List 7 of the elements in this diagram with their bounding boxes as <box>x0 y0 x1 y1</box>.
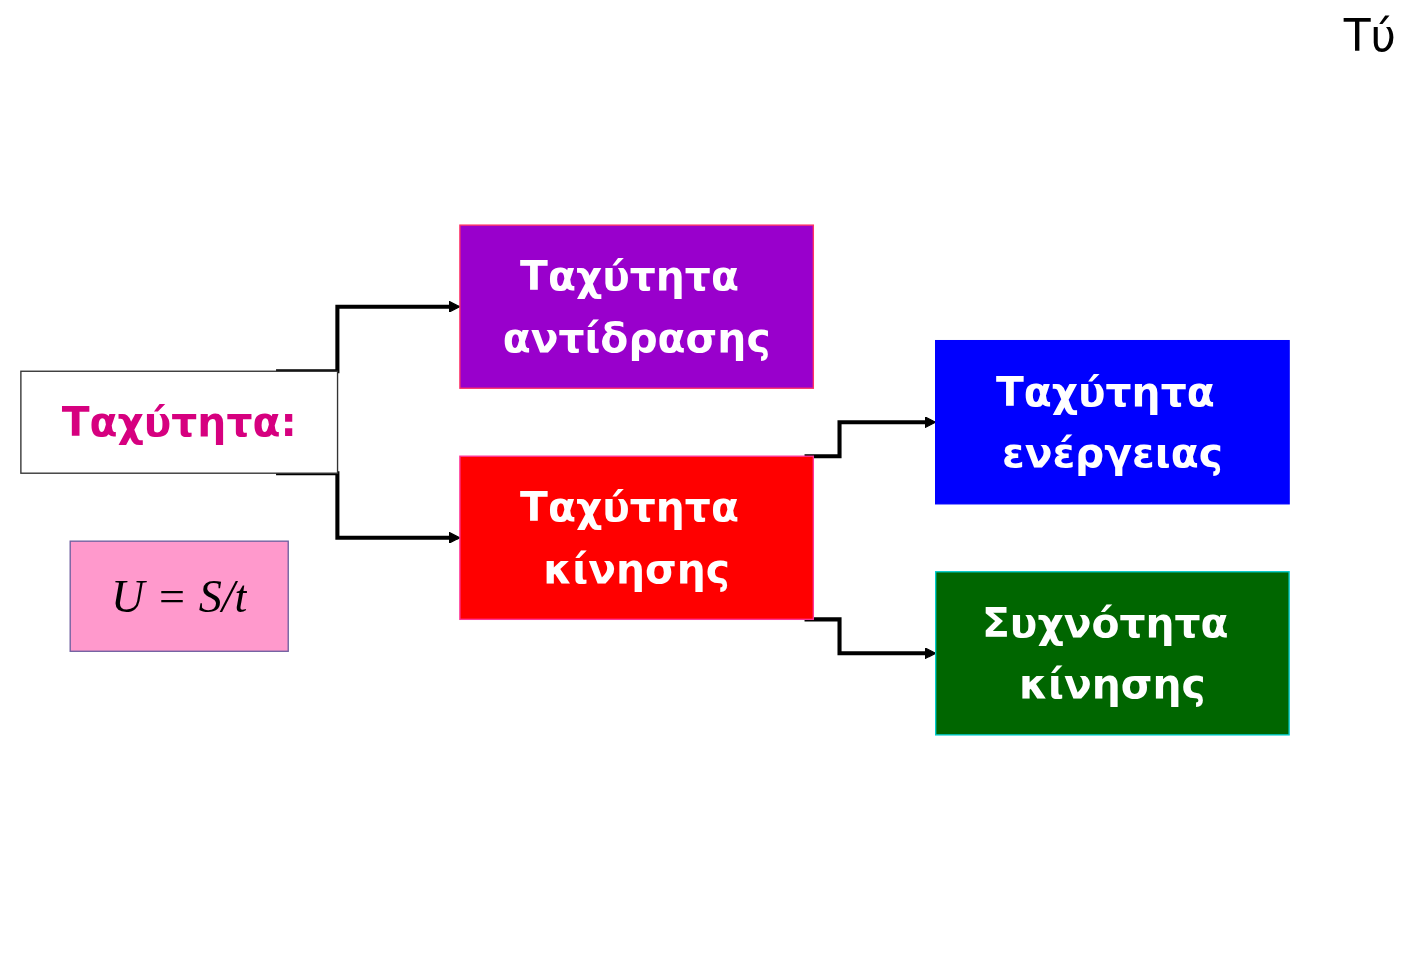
node-box: Ταχύτητα: <box>20 370 339 474</box>
node-box: Ταχύτητα αντίδρασης <box>459 224 814 389</box>
label-text: Τύ <box>1343 10 1396 61</box>
node-box: Ταχύτητα ενέργειας <box>935 340 1290 505</box>
node-box: Συχνότητα κίνησης <box>935 571 1290 736</box>
node-box: Ταχύτητα κίνησης <box>459 455 814 620</box>
node-box: U = S/t <box>69 540 289 652</box>
